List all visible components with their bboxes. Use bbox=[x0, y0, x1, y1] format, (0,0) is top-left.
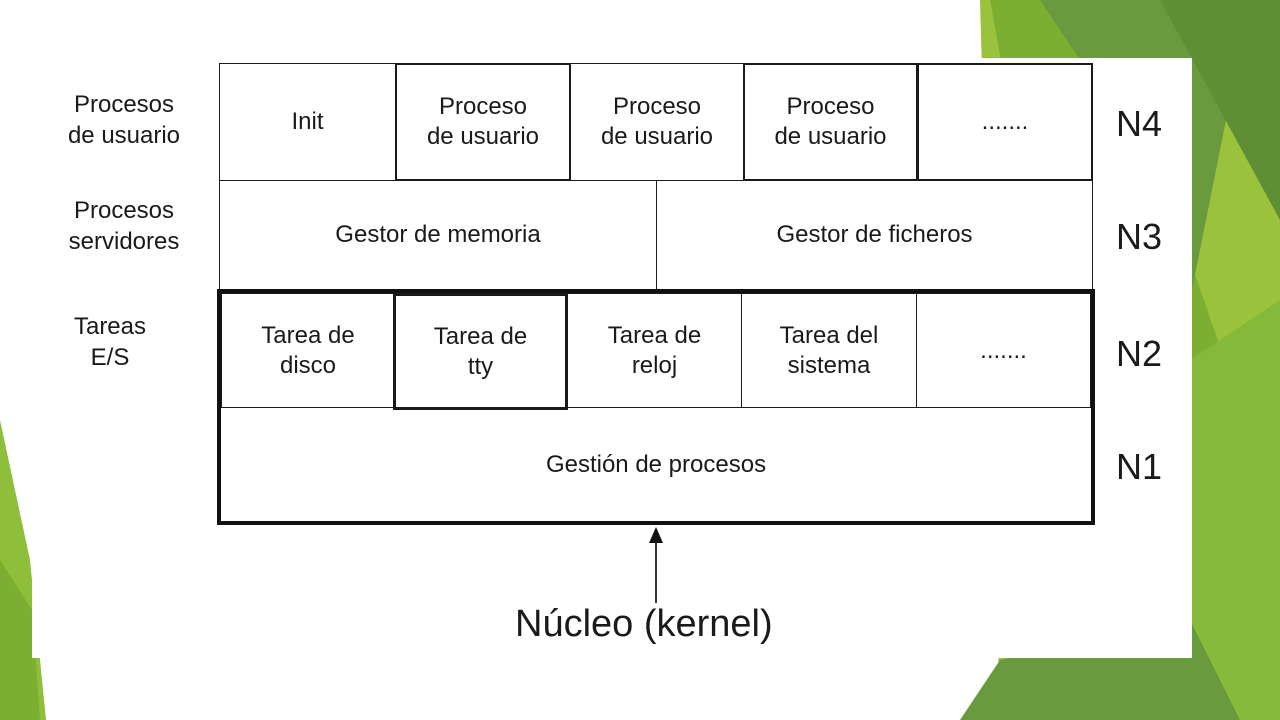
cell-tarea-tty: Tarea de tty bbox=[393, 293, 568, 410]
kernel-frame bbox=[217, 289, 1095, 525]
level-n3: N3 bbox=[1116, 216, 1163, 257]
cell-gestor-ficheros: Gestor de ficheros bbox=[656, 180, 1093, 290]
cell-tarea-reloj: Tarea de reloj bbox=[567, 293, 742, 408]
cell-proceso-usuario-3: Proceso de usuario bbox=[743, 63, 918, 181]
cell-init: Init bbox=[219, 63, 396, 181]
cell-tarea-sistema: Tarea del sistema bbox=[741, 293, 917, 408]
level-n1: N1 bbox=[1116, 446, 1163, 487]
kernel-label: Núcleo (kernel) bbox=[515, 603, 773, 645]
kernel-arrow bbox=[649, 527, 663, 603]
row-label-procesos-servidores: Procesos servidores bbox=[68, 197, 180, 255]
cell-gestion-procesos: Gestión de procesos bbox=[221, 407, 1091, 521]
cell-n4-ellipsis: ....... bbox=[917, 63, 1093, 181]
cell-proceso-usuario-1: Proceso de usuario bbox=[395, 63, 571, 181]
row-label-tareas-es: Tareas E/S bbox=[73, 313, 147, 371]
cell-tarea-disco: Tarea de disco bbox=[221, 293, 395, 408]
level-n2: N2 bbox=[1116, 333, 1163, 374]
level-n4: N4 bbox=[1116, 103, 1163, 144]
cell-proceso-usuario-2: Proceso de usuario bbox=[570, 63, 744, 181]
row-label-procesos-usuario: Procesos de usuario bbox=[67, 91, 181, 149]
cell-gestor-memoria: Gestor de memoria bbox=[219, 180, 657, 290]
cell-n2-ellipsis: ....... bbox=[916, 293, 1091, 408]
